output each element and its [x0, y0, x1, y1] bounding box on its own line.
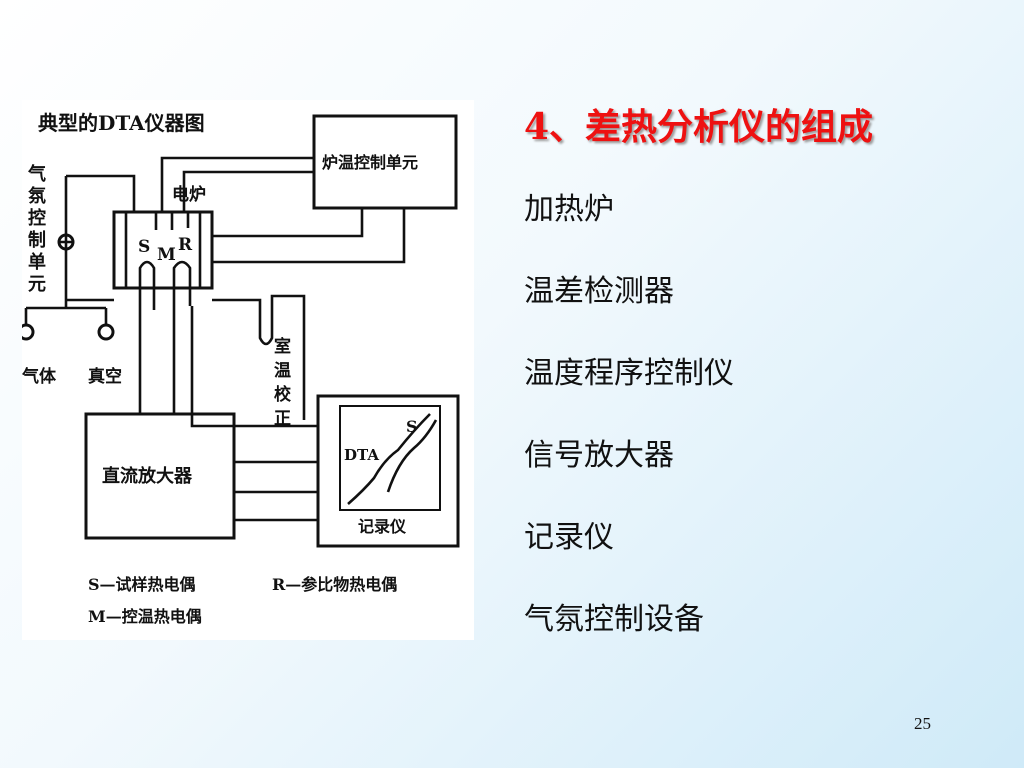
control-thermocouple-wire [190, 306, 318, 428]
svg-text:气: 气 [27, 163, 46, 185]
room-temp-correction-loop [212, 294, 306, 420]
dta-diagram-svg: 典型的DTA仪器图 炉温控制单元 电炉 S M R 气 氛 控 制 单 元 气体… [22, 111, 460, 626]
component-item-signal-amplifier: 信号放大器 [524, 438, 674, 473]
svg-text:元: 元 [28, 274, 46, 295]
recorder-trace-letter: S [406, 417, 418, 436]
amplifier-to-recorder-wires [234, 460, 318, 522]
svg-text:温: 温 [274, 361, 291, 381]
furnace-label: 电炉 [172, 184, 206, 205]
dc-amplifier-label: 直流放大器 [102, 465, 193, 487]
component-item-heating-furnace: 加热炉 [524, 192, 614, 227]
furnace-top-leads [154, 212, 190, 230]
legend-reference-thermocouple: R—参比物热电偶 [272, 575, 397, 594]
svg-text:正: 正 [274, 409, 291, 429]
control-unit-input-wires [160, 156, 314, 212]
legend-control-thermocouple: M—控温热电偶 [88, 607, 202, 626]
thermocouple-to-amplifier-wires [138, 300, 176, 414]
svg-text:制: 制 [28, 230, 46, 251]
dta-instrument-diagram: 典型的DTA仪器图 炉温控制单元 电炉 S M R 气 氛 控 制 单 元 气体… [22, 100, 474, 640]
slide-title: 4、差热分析仪的组成 [524, 106, 874, 148]
page-number: 25 [914, 714, 931, 733]
component-list: 加热炉 温差检测器 温度程序控制仪 信号放大器 记录仪 气氛控制设备 [524, 188, 734, 680]
vacuum-label: 真空 [88, 366, 122, 387]
reference-well [172, 260, 192, 312]
vacuum-valve-icon [97, 323, 115, 341]
svg-text:室: 室 [274, 336, 291, 357]
svg-text:控: 控 [28, 207, 46, 229]
control-letter: M [157, 245, 176, 265]
furnace-box [112, 210, 214, 290]
recorder-trace-curve [347, 413, 431, 505]
component-item-temperature-program-controller: 温度程序控制仪 [524, 356, 734, 391]
gas-label: 气体 [22, 366, 57, 387]
gas-vacuum-branch [24, 306, 108, 324]
recorder-label: 记录仪 [358, 517, 407, 536]
gas-valve-icon [22, 323, 35, 341]
furnace-control-unit-label: 炉温控制单元 [322, 153, 418, 172]
component-item-atmosphere-control: 气氛控制设备 [524, 602, 704, 637]
dc-amplifier-box [84, 412, 236, 540]
recorder-trace-dta [386, 419, 438, 493]
reference-letter: R [178, 235, 193, 255]
sample-well [138, 260, 156, 310]
svg-text:单: 单 [28, 251, 46, 273]
control-unit-output-wires [212, 208, 406, 264]
svg-text:氛: 氛 [28, 185, 46, 207]
furnace-inner-walls [124, 212, 202, 288]
component-item-recorder: 记录仪 [524, 520, 614, 555]
sample-letter: S [138, 237, 150, 257]
recorder-trace-label: DTA [344, 446, 379, 464]
room-temp-correction-label: 室 温 校 正 [274, 336, 292, 429]
svg-text:校: 校 [274, 384, 292, 405]
legend-sample-thermocouple: S—试样热电偶 [88, 575, 196, 594]
furnace-control-unit-box [312, 114, 458, 210]
diagram-caption: 典型的DTA仪器图 [38, 111, 205, 135]
component-item-temperature-difference-detector: 温差检测器 [524, 274, 674, 309]
atmosphere-control-unit-label: 气 氛 控 制 单 元 [27, 163, 46, 295]
